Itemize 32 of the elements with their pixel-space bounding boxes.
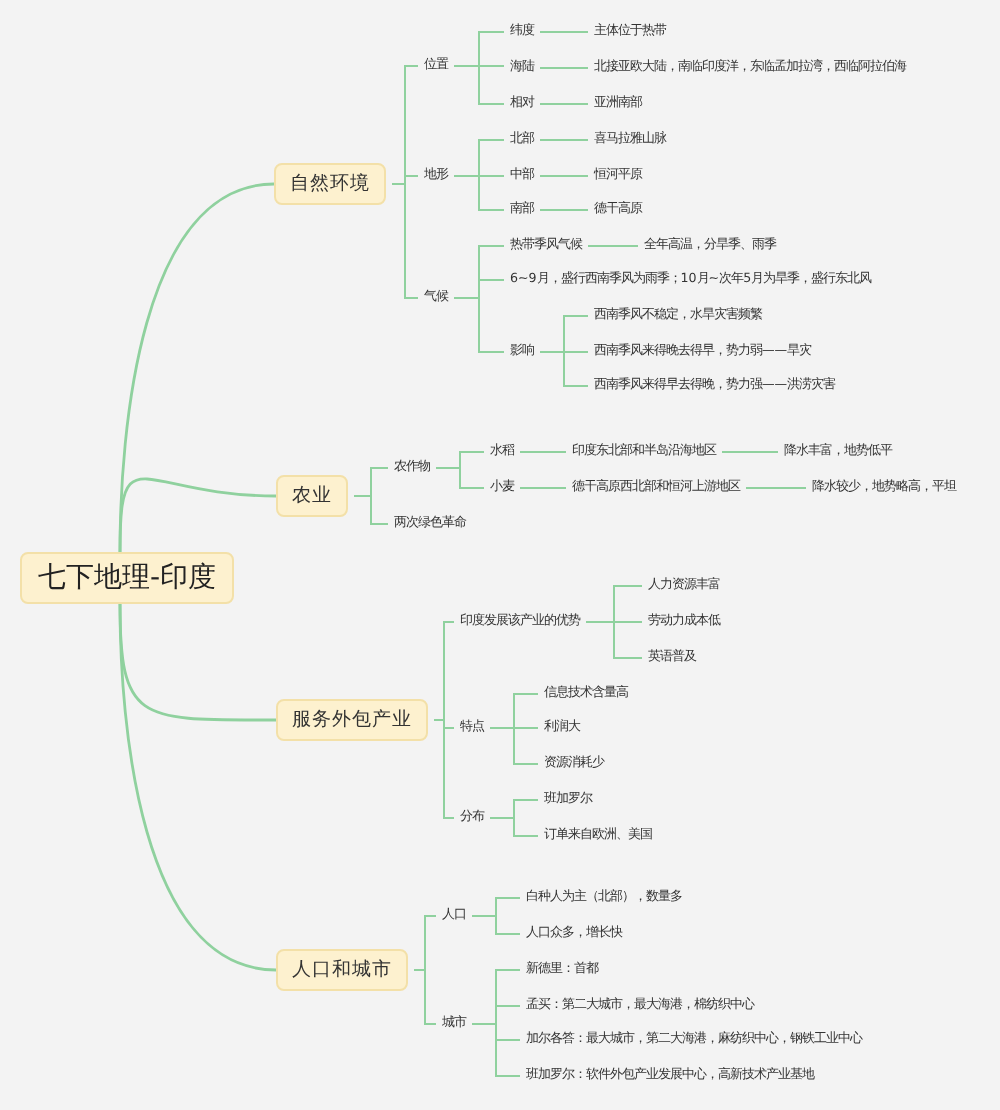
connector-line [539, 103, 589, 105]
connector-line [118, 603, 277, 972]
connector-line [585, 621, 643, 659]
connector-line [539, 209, 589, 211]
connector-line [539, 31, 589, 33]
topic-box: 农业 [276, 475, 348, 517]
connector-line [453, 175, 505, 211]
connector-line [413, 969, 437, 1025]
topic-box: 服务外包产业 [276, 699, 428, 741]
connector-line [433, 719, 455, 819]
connector-line [539, 67, 589, 69]
connector-line [587, 245, 639, 247]
connector-line [489, 727, 539, 765]
connector-line [118, 477, 277, 553]
connector-line [353, 495, 389, 525]
connector-line [391, 183, 419, 299]
connector-line [539, 351, 589, 387]
connector-line [471, 1023, 521, 1077]
topic-box: 自然环境 [274, 163, 386, 205]
connector-line [539, 175, 589, 177]
connector-line [721, 451, 779, 453]
connector-line [489, 817, 539, 837]
topic-box: 人口和城市 [276, 949, 408, 991]
connector-line [435, 467, 485, 489]
connector-line [453, 65, 505, 105]
connector-line [519, 451, 567, 453]
connector-line [471, 915, 521, 935]
root-topic-box: 七下地理-印度 [20, 552, 235, 604]
connector-line [519, 487, 567, 489]
connector-line [453, 297, 505, 353]
connector-line [539, 139, 589, 141]
connector-line [745, 487, 807, 489]
